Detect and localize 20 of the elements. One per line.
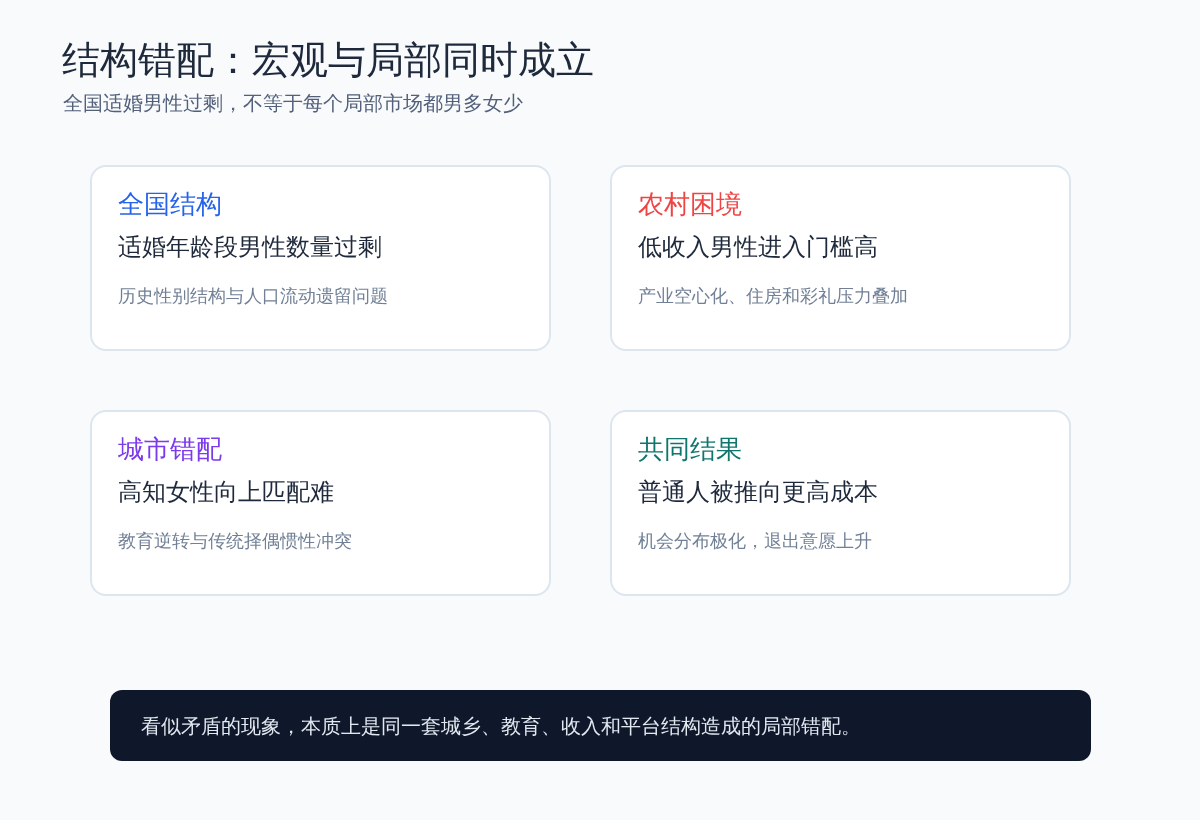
card-note: 历史性别结构与人口流动遗留问题 [118, 284, 388, 308]
card-note: 机会分布极化，退出意愿上升 [638, 529, 872, 553]
card-statement: 普通人被推向更高成本 [638, 477, 878, 507]
card-statement: 低收入男性进入门槛高 [638, 232, 878, 262]
card-statement: 适婚年龄段男性数量过剩 [118, 232, 382, 262]
card-heading: 农村困境 [638, 188, 742, 220]
info-card [90, 165, 551, 351]
card-heading: 全国结构 [118, 188, 222, 220]
card-statement: 高知女性向上匹配难 [118, 477, 334, 507]
card-heading: 共同结果 [638, 433, 742, 465]
summary-text: 看似矛盾的现象，本质上是同一套城乡、教育、收入和平台结构造成的局部错配。 [141, 712, 861, 740]
info-card [90, 410, 551, 596]
diagram-title: 结构错配：宏观与局部同时成立 [62, 37, 594, 84]
subtitle: 全国适婚男性过剩，不等于每个局部市场都男多女少 [63, 90, 523, 116]
card-heading: 城市错配 [118, 433, 222, 465]
card-note: 产业空心化、住房和彩礼压力叠加 [638, 284, 908, 308]
card-note: 教育逆转与传统择偶惯性冲突 [118, 529, 352, 553]
summary-banner [110, 690, 1091, 761]
info-card [610, 410, 1071, 596]
info-card [610, 165, 1071, 351]
